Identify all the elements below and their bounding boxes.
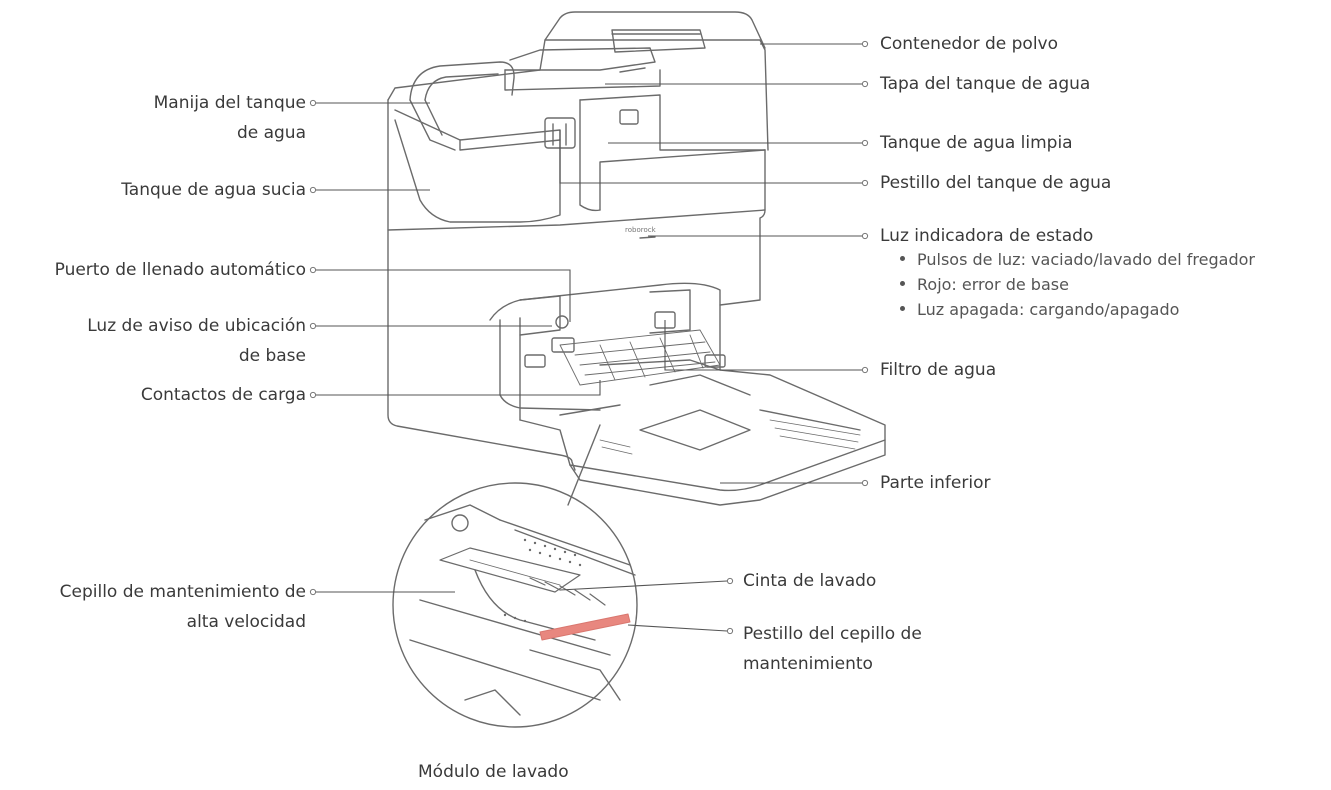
leader-lines — [316, 43, 862, 632]
status-state-2: Rojo: error de base — [900, 273, 1069, 297]
label-water-filter: Filtro de agua — [880, 360, 997, 380]
wash-grid — [559, 329, 721, 386]
label-clean-water-tank: Tanque de agua limpia — [880, 133, 1073, 153]
wash-module-caption: Módulo de lavado — [418, 762, 569, 782]
status-state-3: Luz apagada: cargando/apagado — [900, 298, 1179, 322]
label-location-light-1: Luz de aviso de ubicación — [87, 316, 306, 336]
brand-mark: roborock — [625, 226, 657, 234]
label-dirty-water-tank: Tanque de agua sucia — [121, 180, 306, 200]
label-brush-1: Cepillo de mantenimiento de — [59, 582, 306, 602]
label-handle-2: de agua — [236, 123, 306, 143]
brush-latch-highlight — [539, 613, 631, 641]
water-tank-handle — [409, 61, 515, 101]
label-brush-latch-2: mantenimiento — [743, 654, 873, 674]
status-light — [639, 236, 656, 239]
label-dust-bin: Contenedor de polvo — [880, 34, 1059, 54]
charging-contacts — [524, 354, 546, 368]
dock-body-outline — [387, 99, 576, 471]
water-tank-lid — [504, 47, 656, 71]
status-state-1: Pulsos de luz: vaciado/lavado del fregad… — [900, 248, 1255, 272]
auto-refill-port — [555, 315, 569, 329]
clean-water-tank — [579, 94, 766, 151]
location-light — [551, 337, 575, 353]
dust-bin — [544, 11, 766, 49]
bottom-part — [519, 359, 886, 492]
label-water-tank-lid: Tapa del tanque de agua — [880, 74, 1091, 94]
label-water-tank-latch: Pestillo del tanque de agua — [880, 173, 1112, 193]
label-bottom-part: Parte inferior — [880, 473, 991, 493]
label-handle-1: Manija del tanque — [153, 93, 306, 113]
label-brush-2: alta velocidad — [186, 612, 306, 632]
label-status-indicator: Luz indicadora de estado — [880, 226, 1094, 246]
label-charging-contacts: Contactos de carga — [140, 385, 306, 405]
label-wash-strip: Cinta de lavado — [743, 571, 877, 591]
label-auto-refill-port: Puerto de llenado automático — [54, 260, 306, 280]
label-location-light-2: de base — [238, 346, 306, 366]
leader-endpoints — [309, 40, 869, 635]
label-brush-latch-1: Pestillo del cepillo de — [743, 624, 922, 644]
wash-module-detail — [392, 482, 638, 728]
dirty-water-tank — [394, 109, 561, 223]
